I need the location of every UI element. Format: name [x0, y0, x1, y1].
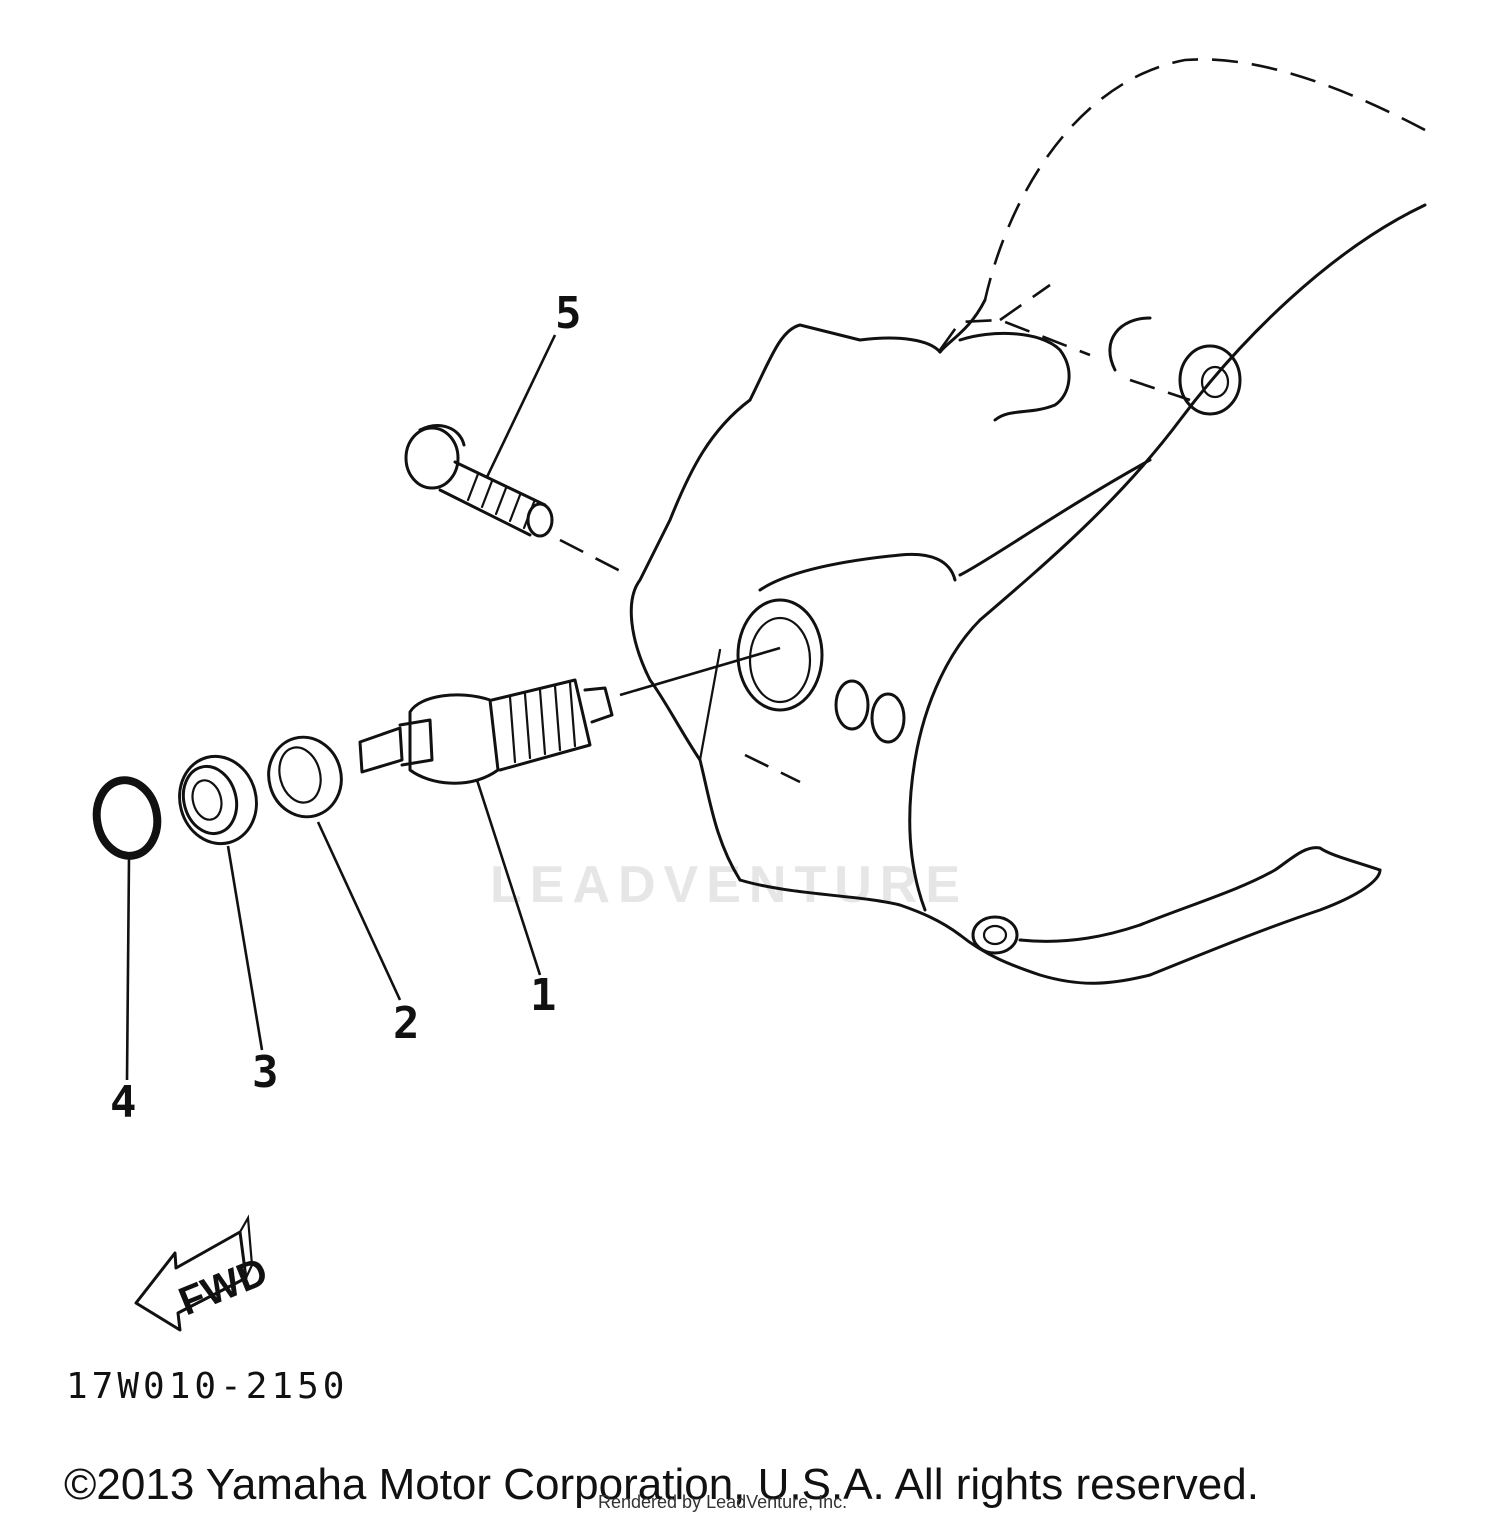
callout-4: 4 [110, 1077, 137, 1128]
copyright-text: ©2013 Yamaha Motor Corporation, U.S.A. A… [64, 1460, 1259, 1509]
kick-axle-shaft [358, 646, 781, 785]
bolt [404, 424, 629, 577]
circlip [92, 776, 162, 860]
rendered-by-text: Rendered by LeadVenture, Inc. [598, 1492, 848, 1512]
watermark-text: LEADVENTURE [490, 856, 968, 914]
fwd-arrow-icon: FWD [134, 1214, 274, 1332]
callout-3: 3 [252, 1047, 279, 1098]
callout-2: 2 [393, 998, 420, 1049]
callout-1: 1 [530, 970, 557, 1021]
callout-5: 5 [555, 288, 582, 339]
diagram-code: 17W010-2150 [66, 1366, 349, 1407]
oil-seal [267, 735, 343, 819]
leader-lines [125, 334, 557, 1081]
crankcase-cover [629, 58, 1427, 985]
bearing [178, 754, 258, 846]
